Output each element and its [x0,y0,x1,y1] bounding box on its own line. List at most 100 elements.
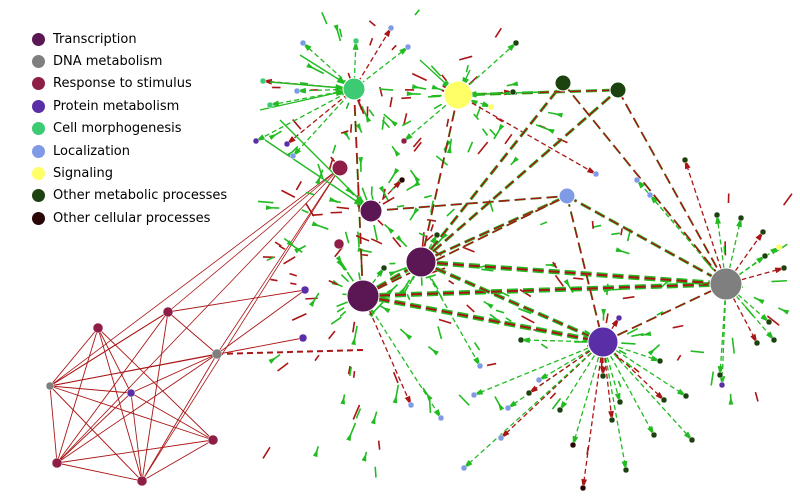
network-node [289,152,297,160]
legend-label: Cell morphogenesis [53,121,182,137]
edge-mark [295,181,302,191]
edge-mark [625,361,633,368]
edge-mark [557,137,568,144]
edge-arrowhead [642,331,652,336]
edge-spoke [362,295,412,406]
edge-mark [441,74,448,82]
edge-mark [382,196,395,205]
edge-mark [414,9,420,16]
edge-arrowhead [485,302,494,309]
edge-arrowhead [411,84,421,89]
network-node [252,137,260,145]
edge-mark [458,394,470,406]
network-node [608,416,616,424]
network-node [162,306,174,318]
network-node [352,37,360,45]
edge-mark [424,194,432,199]
edge-mark [274,241,282,247]
edge-arrowhead [312,448,318,458]
edge-arrowhead [294,247,303,254]
edge-mark [413,141,422,152]
edge-mark [291,313,307,321]
edge-major [370,195,568,212]
edge-mark [328,157,334,170]
edge-mark [626,327,639,335]
cluster-edge [167,311,218,355]
edge-mark [266,256,275,262]
edge-mark [489,128,497,137]
edge-mark [328,279,339,286]
edge-mark [427,218,437,222]
edge-mark [368,109,375,117]
legend-swatch [32,122,45,136]
network-node [509,88,517,96]
edge-spoke [602,341,655,436]
legend-label: Response to stimulus [53,76,192,92]
edge-mark [473,342,481,351]
network-node [342,77,366,101]
network-node [380,264,388,272]
edge-arrowhead [647,348,656,356]
edge-arrowhead [520,337,530,344]
edge-mark [411,72,428,82]
edge-activation [279,119,372,212]
edge-spoke [559,341,604,411]
edge-arrowhead [756,298,765,305]
edge-mark [495,309,505,314]
legend-swatch [32,55,45,69]
edge-mark [633,367,640,373]
edge-mark [350,124,353,133]
cluster-edge [56,353,218,464]
network-node [404,43,412,51]
edge-arrowhead [368,309,376,318]
edge-arrowhead [615,247,625,253]
edge-major [566,195,604,343]
network-node [400,137,408,145]
edge-mark [518,307,532,315]
network-node [92,322,104,334]
network-node [616,398,624,406]
edge-mark [355,408,362,419]
edge-major [602,283,727,343]
edge-mark [731,337,736,354]
edge-arrowhead [440,232,448,241]
edge-arrowhead [412,180,421,188]
edge-major [362,295,604,343]
edge-arrowhead [268,133,278,140]
edge-mark [782,193,793,206]
network-node [346,279,380,313]
edge-arrowhead [345,186,353,195]
edge-mark [391,44,397,51]
network-node [622,466,630,474]
edge-mark [430,200,435,213]
edge-arrowhead [382,306,391,314]
edge-mark [504,133,513,145]
edge-arrowhead [340,396,346,405]
legend-item-response-to-stimulus: Response to stimulus [32,73,227,95]
edge-arrowhead [392,394,398,404]
edge-arrowhead [511,156,519,165]
edge-mark [540,343,549,350]
edge-major [420,89,619,263]
network-node [713,211,721,219]
edge-arrowhead [431,84,441,90]
edge-arrowhead [392,167,400,177]
cluster-edge [130,392,143,482]
cluster-edge [167,289,306,313]
cluster-edge [141,167,341,482]
network-node [535,376,543,384]
edge-spoke [457,94,597,175]
network-node [615,314,623,322]
cluster-edge [56,311,169,464]
edge-mark [336,306,345,313]
legend-label: Localization [53,143,130,159]
edge-mark [373,224,379,241]
edge-mark [290,282,297,286]
cluster-edge [56,392,132,464]
edge-mark [473,113,480,121]
network-node [359,199,383,223]
edge-arrowhead [336,259,344,268]
edge-mark [352,370,356,378]
network-node [266,101,274,109]
edge-arrowhead [335,84,348,91]
